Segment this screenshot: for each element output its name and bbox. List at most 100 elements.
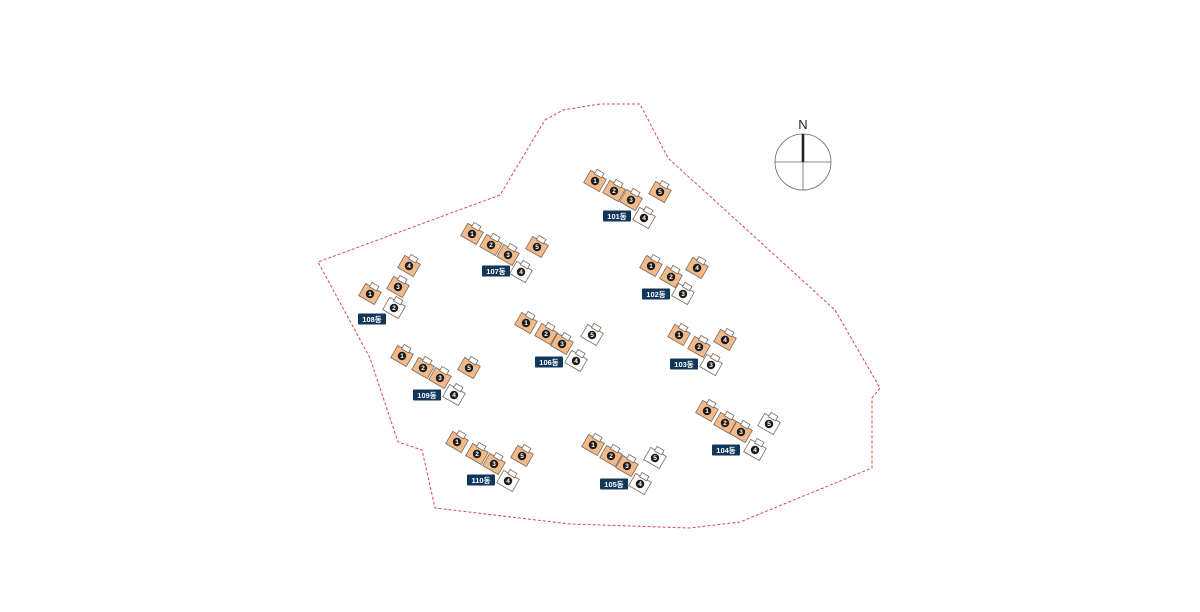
unit-balcony	[593, 168, 605, 179]
building-108-unit-3[interactable]: 3	[386, 273, 412, 299]
building-108-unit-1[interactable]: 1	[358, 280, 384, 306]
building-109-unit-1[interactable]: 1	[390, 342, 416, 368]
unit-number-circle	[678, 289, 688, 299]
building-110[interactable]: 123 4 5 110동	[445, 428, 536, 493]
building-label-bg	[600, 478, 628, 490]
building-label-bg	[603, 210, 631, 222]
building-label-106[interactable]: 106동	[535, 356, 563, 368]
building-106-unit-1[interactable]: 1	[514, 309, 540, 335]
building-104-unit-5[interactable]: 5	[757, 410, 783, 436]
building-109-unit-4[interactable]: 4	[442, 381, 468, 407]
building-105-unit-3[interactable]: 3	[615, 452, 641, 478]
unit-number-circle	[503, 476, 513, 486]
building-101-unit-2[interactable]: 2	[602, 177, 628, 203]
unit-number: 2	[723, 420, 727, 427]
building-104-unit-4[interactable]: 4	[743, 436, 769, 462]
building-107-unit-5[interactable]: 5	[525, 233, 551, 259]
unit-number-circle	[467, 229, 477, 239]
building-107-unit-2[interactable]: 2	[479, 231, 505, 257]
building-107-unit-4[interactable]: 4	[509, 258, 535, 284]
building-109-unit-3[interactable]: 3	[428, 364, 454, 390]
unit-number: 4	[695, 265, 699, 272]
unit-balcony	[506, 468, 518, 479]
unit-balcony	[653, 445, 665, 456]
building-label-110[interactable]: 110동	[467, 474, 495, 486]
compass: N	[774, 117, 832, 191]
building-110-unit-1[interactable]: 1	[445, 428, 471, 454]
building-103-unit-1[interactable]: 1	[667, 321, 693, 347]
unit-number: 3	[492, 461, 496, 468]
building-109-unit-2[interactable]: 2	[411, 354, 437, 380]
unit-number-circle	[452, 437, 462, 447]
building-label-bg	[482, 265, 510, 277]
building-104-unit-1[interactable]: 1	[695, 397, 721, 423]
building-label-bg	[467, 474, 495, 486]
unit-number-badge: 2	[418, 363, 428, 373]
unit-number-badge: 4	[503, 476, 513, 486]
building-label-bg	[535, 356, 563, 368]
building-label-102[interactable]: 102동	[642, 288, 670, 300]
building-label-108[interactable]: 108동	[358, 313, 386, 325]
building-102-unit-4[interactable]: 4	[685, 254, 711, 280]
unit-number: 1	[524, 320, 528, 327]
building-105-unit-5[interactable]: 5	[643, 444, 669, 470]
building-103-unit-2[interactable]: 2	[687, 333, 713, 359]
building-label-bg	[642, 288, 670, 300]
building-110-unit-4[interactable]: 4	[496, 467, 522, 493]
building-101-unit-4[interactable]: 4	[632, 204, 658, 230]
building-107-unit-3[interactable]: 3	[496, 241, 522, 267]
building-107-unit-1[interactable]: 1	[460, 220, 486, 246]
building-label-103[interactable]: 103동	[670, 358, 698, 370]
building-108-unit-2[interactable]: 2	[382, 294, 408, 320]
building-105-unit-2[interactable]: 2	[599, 442, 625, 468]
unit-balcony	[638, 471, 650, 482]
building-110-unit-2[interactable]: 2	[465, 440, 491, 466]
building-103-unit-4[interactable]: 4	[713, 326, 739, 352]
unit-number-circle	[639, 213, 649, 223]
building-106-unit-4[interactable]: 4	[564, 347, 590, 373]
building-110-unit-5[interactable]: 5	[510, 442, 536, 468]
building-106-unit-2[interactable]: 2	[534, 320, 560, 346]
unit-number-circle	[702, 406, 712, 416]
building-101-unit-3[interactable]: 3	[619, 186, 645, 212]
building-102-unit-1[interactable]: 1	[639, 252, 665, 278]
unit-balcony	[723, 410, 735, 421]
building-106-unit-3[interactable]: 3	[550, 330, 576, 356]
building-label-101[interactable]: 101동	[603, 210, 631, 222]
unit-balcony	[697, 334, 709, 345]
building-105-unit-4[interactable]: 4	[628, 470, 654, 496]
building-label-104[interactable]: 104동	[712, 444, 740, 456]
unit-number: 2	[392, 305, 396, 312]
building-label-109[interactable]: 109동	[413, 389, 441, 401]
unit-number-badge: 2	[609, 186, 619, 196]
building-101-unit-1[interactable]: 1	[583, 167, 609, 193]
building-105-unit-1[interactable]: 1	[581, 431, 607, 457]
building-101-unit-5[interactable]: 5	[648, 178, 674, 204]
building-108[interactable]: 1 2 3 4 108동	[358, 252, 422, 325]
building-104-unit-3[interactable]: 3	[729, 418, 755, 444]
building-102-unit-2[interactable]: 2	[659, 263, 685, 289]
building-103-unit-3[interactable]: 3	[699, 351, 725, 377]
unit-number-badge: 4	[404, 261, 414, 271]
building-110-unit-3[interactable]: 3	[482, 450, 508, 476]
building-108-unit-4[interactable]: 4	[397, 252, 423, 278]
building-102-unit-3[interactable]: 3	[671, 280, 697, 306]
unit-number-badge: 1	[646, 261, 656, 271]
building-106-unit-5[interactable]: 5	[580, 321, 606, 347]
building-label-107[interactable]: 107동	[482, 265, 510, 277]
building-label-105[interactable]: 105동	[600, 478, 628, 490]
building-label-text: 101동	[607, 212, 627, 221]
unit-number-circle	[646, 261, 656, 271]
building-104-unit-2[interactable]: 2	[713, 409, 739, 435]
building-102[interactable]: 123 4 102동	[639, 252, 711, 306]
unit-number-badge: 2	[606, 451, 616, 461]
building-109-unit-5[interactable]: 5	[457, 354, 483, 380]
unit-number-circle	[750, 445, 760, 455]
